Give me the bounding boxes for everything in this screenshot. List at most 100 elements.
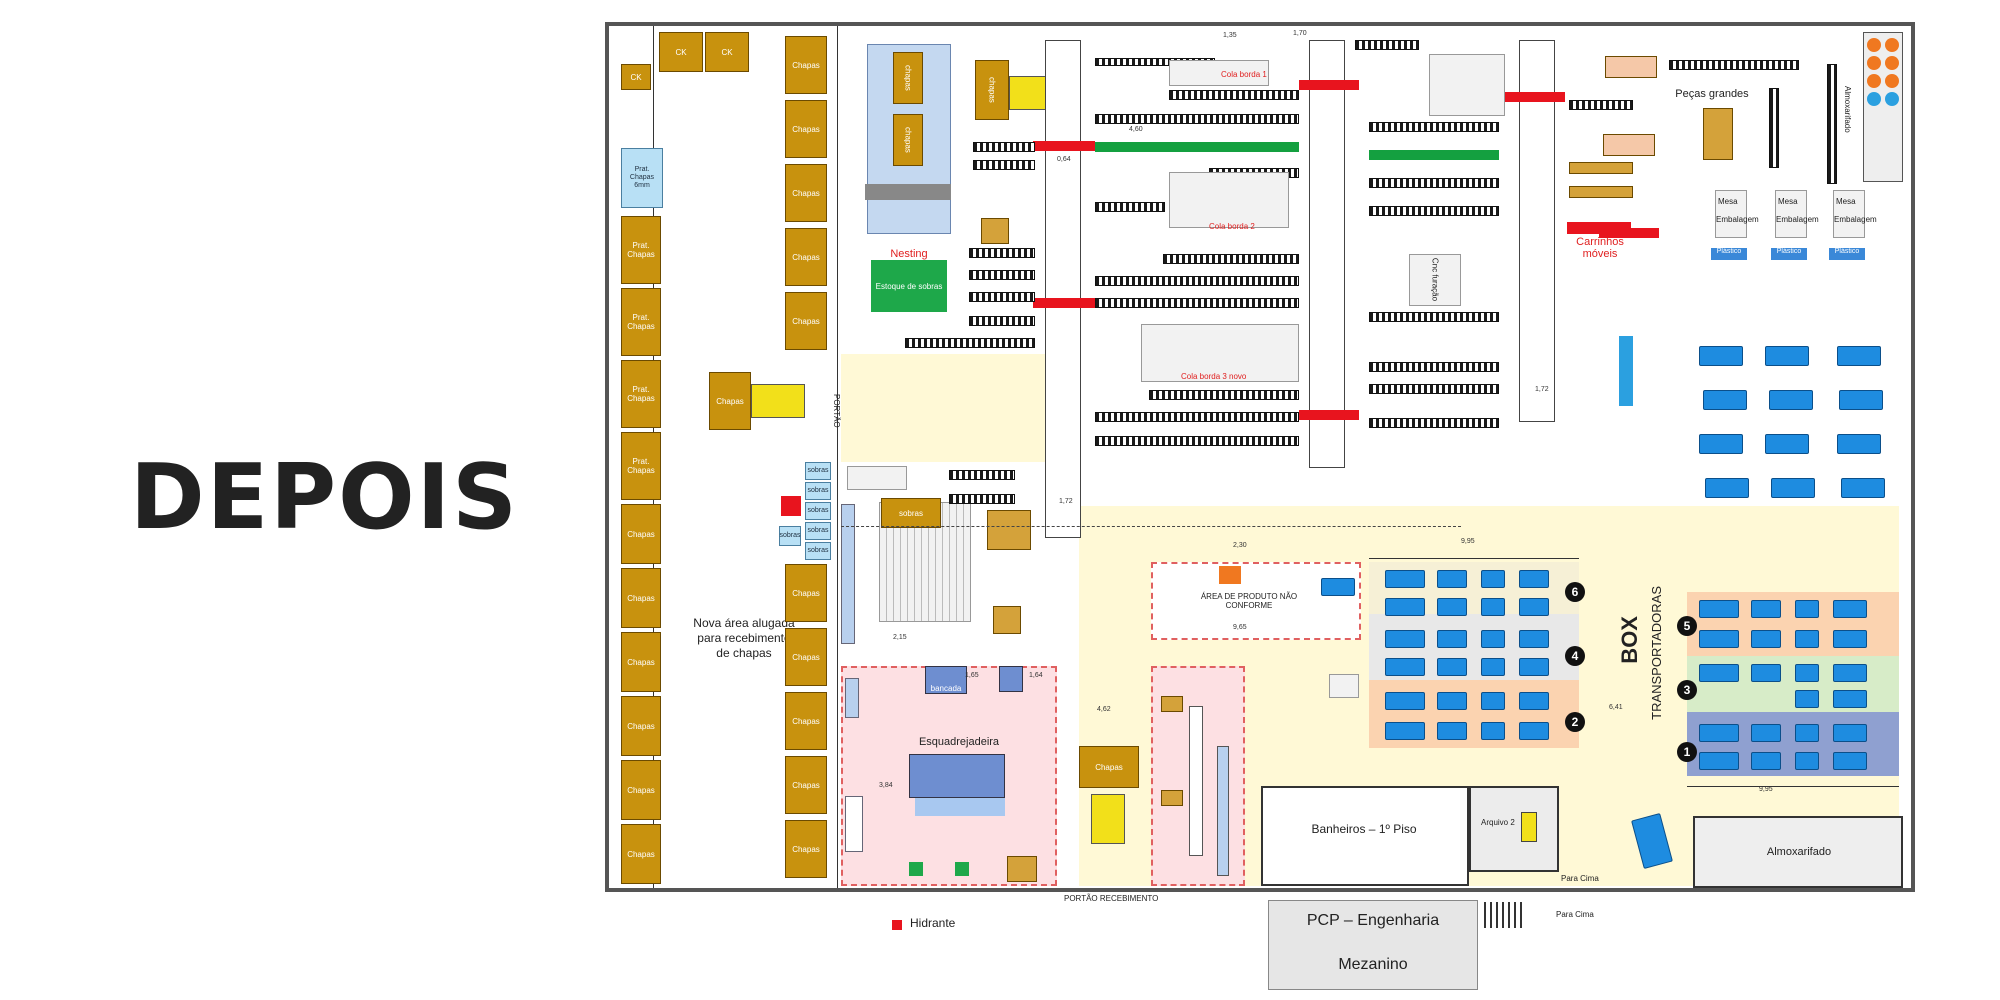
chapa-stack: Chapas: [621, 824, 661, 884]
dimension-line: [841, 526, 1461, 527]
almoxarifado-bottom: [1693, 816, 1903, 888]
dimension: 9,65: [1233, 624, 1247, 631]
circulation-area: [841, 354, 1081, 462]
packing-table: Mesa Embalagem: [1833, 190, 1877, 238]
barrel-icon: [1885, 56, 1899, 70]
workstation: [1699, 600, 1739, 618]
bancada-box: bancada: [925, 666, 967, 694]
chapa-stack: Chapas: [785, 36, 827, 94]
workstation: [1751, 752, 1781, 770]
machine-block: [1429, 54, 1505, 116]
barrel-icon: [1867, 74, 1881, 88]
workstation: [1385, 722, 1425, 740]
workstation: [1481, 658, 1505, 676]
aisle-column: [1045, 40, 1081, 538]
non-conforming-area: [1151, 562, 1361, 640]
rack-row: [949, 470, 1015, 480]
chapa-stack: chapas: [893, 114, 923, 166]
workstation: [1437, 658, 1467, 676]
pcp-label: PCP – Engenharia: [1306, 912, 1440, 929]
workstation: [1699, 752, 1739, 770]
para-cima-label-2: Para Cima: [1556, 910, 1594, 919]
rack-box: [993, 606, 1021, 634]
aisle-column: [1309, 40, 1345, 468]
plastico-label: Plástico: [1829, 248, 1865, 260]
conveyor-green: [1095, 142, 1299, 152]
shelf-chapas: Prat. Chapas: [621, 360, 661, 428]
barrel-icon: [1885, 38, 1899, 52]
gate-label: PORTÃO: [832, 394, 841, 428]
shelf-chapas: Prat. Chapas: [621, 432, 661, 500]
workstation: [1437, 598, 1467, 616]
barrel-icon: [1867, 38, 1881, 52]
workstation: [1705, 478, 1749, 498]
banheiros-label: Banheiros – 1º Piso: [1311, 822, 1417, 836]
dimension: 1,35: [1223, 32, 1237, 39]
bay-badge-1: 1: [1677, 742, 1697, 762]
chapa-stack: Chapas: [1079, 746, 1139, 788]
page-title: DEPOIS: [130, 445, 519, 550]
chapa-stack: Chapas: [621, 504, 661, 564]
workstation: [1481, 598, 1505, 616]
chapa-stack: Chapas: [785, 692, 827, 750]
conveyor-red: [1299, 410, 1359, 420]
workstation: [1751, 724, 1781, 742]
workstation: [1841, 478, 1885, 498]
packing-table: Mesa Embalagem: [1775, 190, 1819, 238]
workstation: [1481, 692, 1505, 710]
workstation: [1795, 600, 1819, 618]
carrinhos-label: Carrinhos móveis: [1576, 236, 1624, 260]
rack-row: [1369, 178, 1499, 188]
dimension: 4,62: [1097, 706, 1111, 713]
sobras-rack: sobras: [779, 526, 801, 546]
dimension-line: [1687, 786, 1899, 787]
workstation: [1385, 658, 1425, 676]
archive-room: [1469, 786, 1559, 872]
cola-borda-2-label: Cola borda 2: [1209, 222, 1255, 231]
rack-row: [1095, 276, 1299, 286]
workstation: [1765, 346, 1809, 366]
workstation: [1519, 630, 1549, 648]
workstation: [1437, 692, 1467, 710]
sobras-rack: sobras: [805, 542, 831, 560]
packing-table: Mesa Embalagem: [1715, 190, 1759, 238]
chapa-stack: Chapas: [785, 100, 827, 158]
cola-borda-1-label: Cola borda 1: [1221, 70, 1267, 79]
workstation: [1699, 630, 1739, 648]
bay-badge-6: 6: [1565, 582, 1585, 602]
workstation: [1437, 570, 1467, 588]
workstation: [1519, 598, 1549, 616]
rack-box: [1161, 790, 1183, 806]
aisle-column: [1519, 40, 1555, 422]
edge-bander-1: [1169, 60, 1269, 86]
shelf-chapas-6mm: Prat. Chapas 6mm: [621, 148, 663, 208]
machine-small: [1329, 674, 1359, 698]
workstation: [1703, 390, 1747, 410]
hidrante-legend-label: Hidrante: [910, 916, 956, 930]
workstation: [1437, 722, 1467, 740]
bay-badge-4: 4: [1565, 646, 1585, 666]
prateleira: [845, 796, 863, 852]
workstation: [1833, 724, 1867, 742]
chapa-stack: Chapas: [621, 760, 661, 820]
pecas-grandes-label: Peças grandes: [1675, 88, 1749, 100]
rack-row: [1369, 384, 1499, 394]
dimension: 2,15: [893, 634, 907, 641]
workstation: [1385, 692, 1425, 710]
chapa-stack: Chapas: [785, 164, 827, 222]
edge-bander-2: [1169, 172, 1289, 228]
nesting-label: Nesting: [890, 248, 928, 260]
portao-recebimento-label: PORTÃO RECEBIMENTO: [1064, 894, 1159, 903]
arquivo-label: Arquivo 2: [1481, 818, 1515, 827]
rack-row: [973, 142, 1035, 152]
rack-row: [1369, 122, 1499, 132]
bay-badge-2: 2: [1565, 712, 1585, 732]
workstation: [1833, 600, 1867, 618]
shelf-vertical: [845, 678, 859, 718]
dimension: 1,70: [1293, 30, 1307, 37]
chapa-stack: Chapas: [621, 632, 661, 692]
stairs-icon: [1484, 902, 1524, 928]
dimension: 2,30: [1233, 542, 1247, 549]
conveyor-red: [1033, 298, 1095, 308]
workstation: [1385, 598, 1425, 616]
